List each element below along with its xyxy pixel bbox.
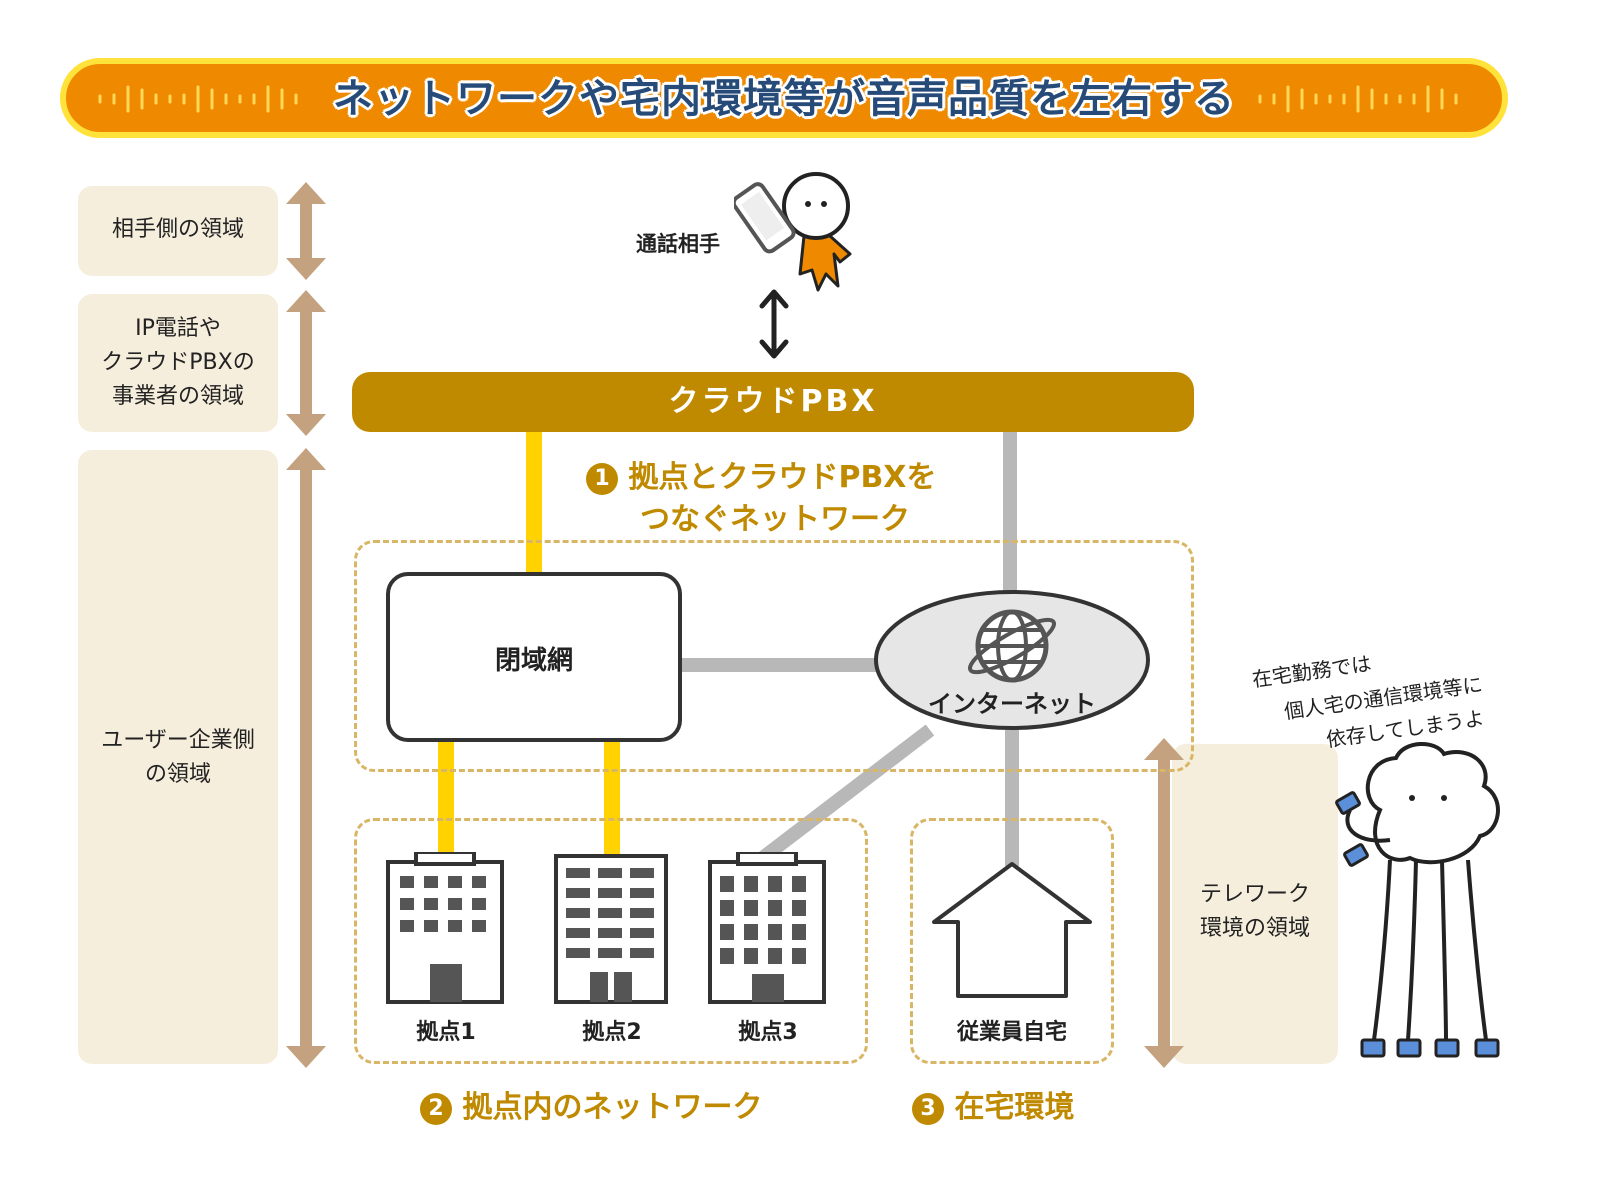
section1-number: 1: [586, 462, 618, 495]
caller-label: 通話相手: [636, 232, 720, 256]
section3-heading: 3 在宅環境: [912, 1082, 1074, 1126]
section1-heading: 1 拠点とクラウドPBXを: [586, 452, 936, 496]
region-telework-label-2: 環境の領域: [1199, 916, 1310, 941]
section1-line2: つなぐネットワーク: [640, 502, 910, 537]
section3-label: 在宅環境: [954, 1090, 1075, 1125]
site-1-label: 拠点1: [416, 1020, 476, 1045]
internet-label: インターネット: [928, 690, 1096, 718]
building-icon: [554, 854, 668, 1004]
range-arrows: [286, 182, 1184, 1068]
region-user: [78, 450, 278, 1064]
network-area-2: [354, 818, 868, 1064]
network-area-1: [354, 540, 1194, 772]
region-telework: [1172, 744, 1338, 1064]
internet-lines: [680, 432, 1019, 866]
region-provider-label-1: IP電話や: [135, 316, 221, 341]
section2-number: 2: [420, 1092, 452, 1125]
region-user-label-1: ユーザー企業側: [101, 728, 255, 753]
region-provider-label-2: クラウドPBXの: [101, 350, 255, 375]
building-icon: [386, 852, 504, 1004]
site-2-label: 拠点2: [582, 1020, 642, 1045]
region-partner: [78, 186, 278, 276]
section1-line1: 拠点とクラウドPBXを: [628, 460, 937, 495]
caller-figure: [734, 172, 852, 292]
closed-network-label: 閉域網: [494, 646, 573, 676]
internet-cloud: [874, 590, 1150, 730]
teleworker-figure: [1335, 741, 1500, 1058]
phone-icon: [734, 182, 796, 254]
section2-label: 拠点内のネットワーク: [462, 1090, 763, 1125]
section2-heading: 2 拠点内のネットワーク: [420, 1082, 762, 1126]
closed-network-box: [386, 572, 682, 742]
house-icon: [932, 862, 1092, 998]
cloud-pbx-label: クラウドPBX: [668, 384, 878, 419]
region-user-label-2: の領域: [144, 762, 211, 787]
sound-wave-decoration: [98, 85, 1458, 113]
building-icon: [708, 852, 826, 1004]
page-title: ネットワークや宅内環境等が音声品質を左右する: [333, 76, 1235, 122]
section3-number: 3: [912, 1092, 944, 1125]
caller-arrow: [759, 289, 789, 359]
region-partner-label: 相手側の領域: [111, 217, 244, 242]
region-provider-label-3: 事業者の領域: [111, 384, 244, 409]
region-provider: [78, 294, 278, 432]
region-telework-label-1: テレワーク: [1199, 882, 1310, 907]
cloud-pbx-bar: [352, 372, 1194, 432]
title-banner: [60, 58, 1508, 138]
globe-icon: [968, 609, 1056, 683]
home-label: 従業員自宅: [956, 1020, 1067, 1045]
network-area-3: [910, 818, 1114, 1064]
site-3-label: 拠点3: [738, 1020, 798, 1045]
closed-network-lines: [438, 432, 620, 864]
